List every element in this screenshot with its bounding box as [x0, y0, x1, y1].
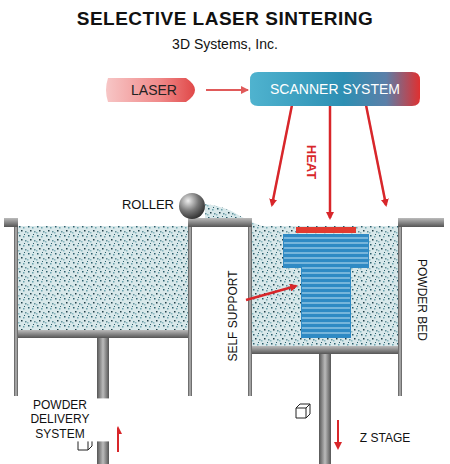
node-label: SCANNER SYSTEM: [270, 81, 400, 97]
sintered-part: [283, 227, 369, 338]
heat-beam: [329, 105, 332, 218]
cylinder-wall: [188, 226, 192, 396]
cylinder-wall: [248, 226, 252, 396]
heat-beam: [366, 105, 386, 205]
part-label: 3D Systems, Inc.: [170, 36, 280, 53]
motion-icon: [296, 404, 338, 448]
top-plate: [4, 218, 18, 227]
part-label: POWDER BED: [415, 257, 429, 343]
heat-beam: [272, 105, 292, 205]
part-label: HEAT: [303, 143, 319, 181]
roller: [179, 193, 205, 219]
top-plate: [398, 218, 444, 227]
scanner-box: SCANNER SYSTEM: [250, 72, 420, 106]
beam-connector: [206, 89, 248, 91]
cylinder-wall: [398, 226, 402, 396]
piston: [252, 346, 398, 354]
piston-rod: [319, 354, 331, 464]
cylinder-wall: [14, 226, 18, 396]
top-plate: [188, 218, 252, 227]
part-label: SELF SUPPORT: [226, 268, 240, 363]
powder-bed: [252, 226, 398, 346]
laser-source: LASER: [104, 78, 204, 102]
part-label: ROLLER: [120, 197, 176, 213]
powder-supply: [18, 226, 188, 330]
part-label: POWDER DELIVERY SYSTEM: [3, 398, 117, 441]
title: SELECTIVE LASER SINTERING: [0, 8, 450, 30]
node-label: LASER: [131, 82, 177, 98]
piston: [18, 330, 188, 338]
part-label: Z STAGE: [358, 431, 412, 445]
pointer-arrow: [246, 286, 296, 300]
